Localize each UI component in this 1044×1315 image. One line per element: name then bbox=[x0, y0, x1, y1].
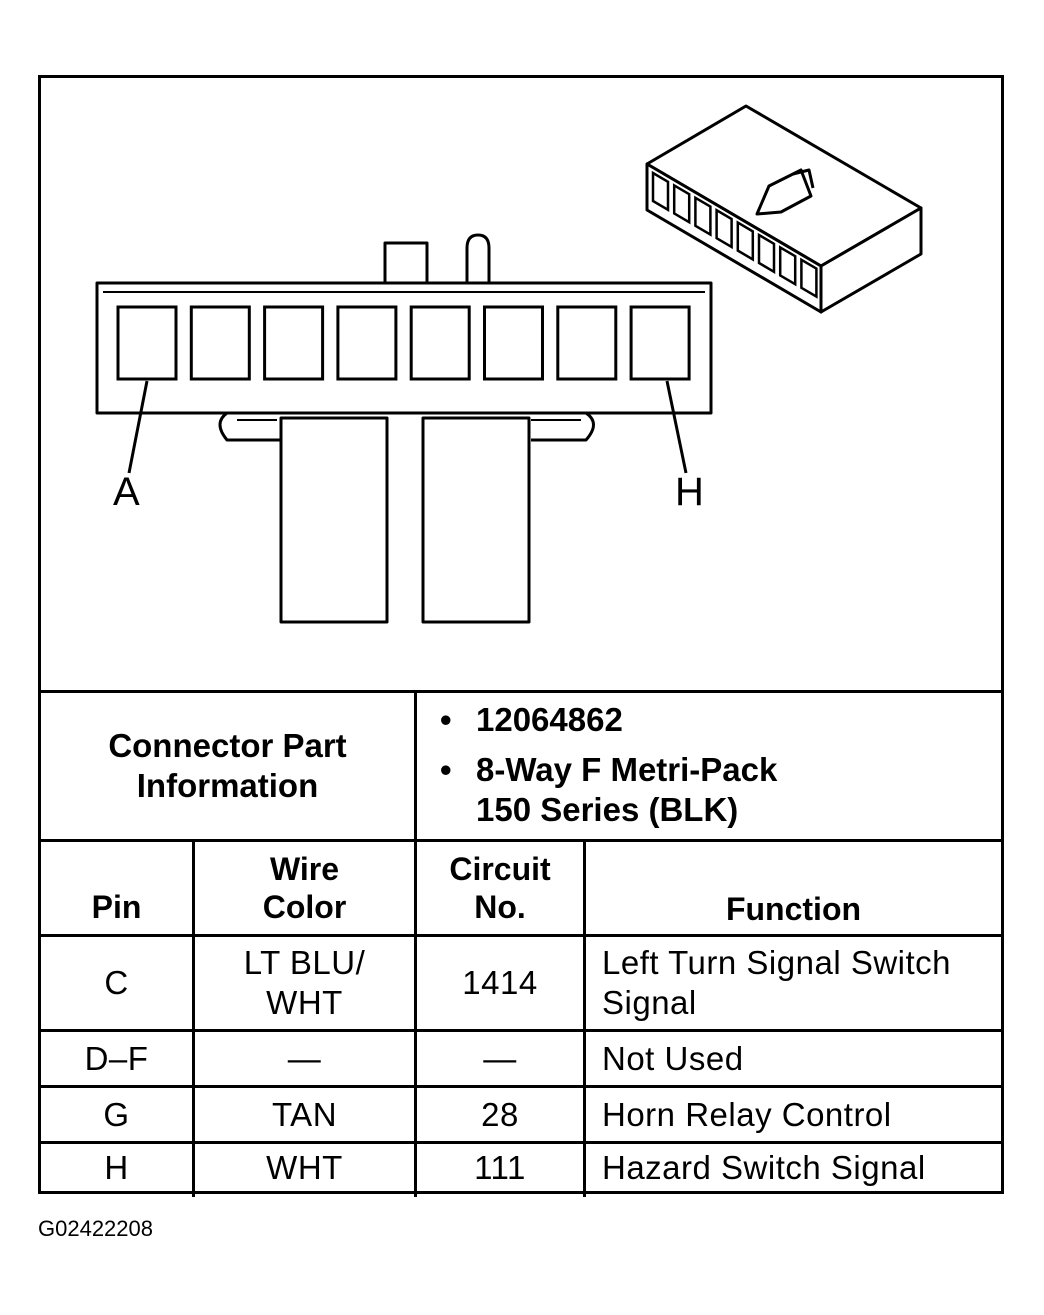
divider-diagram-table bbox=[41, 690, 1001, 693]
connector-isometric-view bbox=[645, 104, 923, 314]
figure-id: G02422208 bbox=[38, 1216, 153, 1241]
row-g-function: Horn Relay Control bbox=[602, 1095, 892, 1133]
connector-figure-frame: A H Connector Part Information Pin Wire … bbox=[38, 75, 1004, 1197]
cavity-4 bbox=[336, 305, 398, 381]
leader-line-h bbox=[665, 380, 688, 474]
divider-col-3 bbox=[583, 839, 586, 1197]
header-circuit-no: Circuit No. bbox=[449, 850, 551, 925]
row-d-f-pin: D–F bbox=[84, 1039, 149, 1077]
row-c-wire-color: LT BLU/ WHT bbox=[243, 944, 366, 1021]
cavity-3 bbox=[263, 305, 325, 381]
locking-tab bbox=[383, 241, 429, 285]
row-c-pin: C bbox=[104, 964, 129, 1002]
iso-cavity-1 bbox=[651, 170, 670, 212]
part-info-item: • 12064862 bbox=[440, 700, 806, 740]
iso-cavity-2 bbox=[672, 183, 691, 225]
divider-row-2 bbox=[41, 1085, 1001, 1088]
divider-row-3 bbox=[41, 1141, 1001, 1144]
divider-part-info bbox=[41, 839, 1001, 842]
divider-col-1 bbox=[192, 839, 195, 1197]
part-info-label: Connector Part Information bbox=[108, 727, 347, 804]
iso-cavity-3 bbox=[694, 195, 712, 237]
divider-col-2 bbox=[414, 690, 417, 1197]
cavity-2 bbox=[189, 305, 251, 381]
row-h-pin: H bbox=[104, 1148, 129, 1186]
right-rail bbox=[531, 411, 595, 442]
pin-label-h: H bbox=[675, 470, 704, 514]
divider-row-1 bbox=[41, 1029, 1001, 1032]
cavity-5 bbox=[409, 305, 471, 381]
cavity-6 bbox=[483, 305, 544, 381]
iso-cavity-5 bbox=[736, 220, 755, 262]
row-h-wire-color: WHT bbox=[266, 1148, 343, 1186]
bullet-icon: • bbox=[440, 701, 452, 738]
cavity-1 bbox=[116, 305, 178, 381]
header-pin: Pin bbox=[91, 888, 142, 925]
header-wire-color: Wire Color bbox=[262, 850, 347, 925]
left-rail bbox=[218, 411, 281, 442]
iso-cavity-4 bbox=[715, 208, 733, 250]
part-info-item: • 8-Way F Metri-Pack 150 Series (BLK) bbox=[440, 750, 806, 830]
row-g-wire-color: TAN bbox=[271, 1095, 338, 1133]
row-d-f-wire-color: — bbox=[287, 1039, 322, 1077]
row-c-function: Left Turn Signal Switch Signal bbox=[602, 944, 952, 1021]
iso-cavity-6 bbox=[757, 232, 776, 274]
part-info-list: • 12064862 • 8-Way F Metri-Pack 150 Seri… bbox=[440, 700, 806, 830]
connector-drawing bbox=[95, 104, 923, 624]
row-d-f-circuit-no: — bbox=[483, 1039, 517, 1077]
row-c-circuit-no: 1414 bbox=[462, 964, 538, 1002]
bullet-icon: • bbox=[440, 751, 452, 788]
header-function: Function bbox=[725, 890, 862, 927]
divider-header bbox=[41, 934, 1001, 937]
row-h-circuit-no: 111 bbox=[474, 1148, 526, 1186]
part-number: 12064862 bbox=[476, 701, 623, 738]
row-d-f-function: Not Used bbox=[602, 1039, 744, 1077]
row-g-circuit-no: 28 bbox=[481, 1095, 519, 1133]
terminal-blade-left bbox=[279, 416, 389, 624]
cavity-7 bbox=[556, 305, 618, 381]
row-h-function: Hazard Switch Signal bbox=[602, 1148, 926, 1186]
connector-description: 8-Way F Metri-Pack 150 Series (BLK) bbox=[476, 751, 778, 828]
pin-label-a: A bbox=[113, 470, 140, 514]
latch-loop bbox=[465, 233, 491, 283]
row-g-pin: G bbox=[103, 1095, 130, 1133]
iso-cavity-8 bbox=[800, 257, 818, 299]
leader-line-a bbox=[127, 380, 149, 474]
connector-face-body bbox=[95, 281, 713, 415]
cavity-8 bbox=[629, 305, 691, 381]
terminal-blade-right bbox=[421, 416, 531, 624]
iso-cavity-7 bbox=[778, 245, 797, 287]
